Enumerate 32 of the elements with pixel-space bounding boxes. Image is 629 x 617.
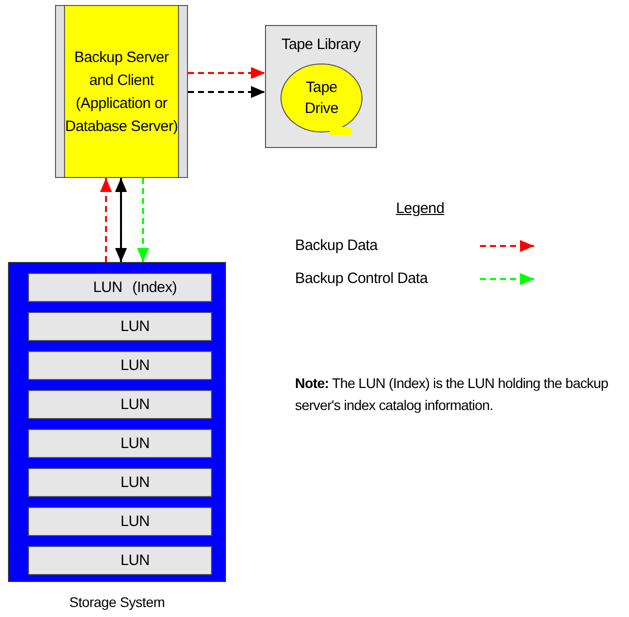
lun-label: LUN	[120, 474, 150, 492]
legend-heading: Legend	[396, 200, 444, 218]
lun-label: LUN	[93, 278, 122, 296]
arrow	[115, 178, 127, 262]
arrow	[188, 67, 265, 79]
lun-bar	[28, 546, 212, 575]
lun-label: LUN	[120, 552, 150, 570]
storage-system-label: Storage System	[68, 593, 166, 611]
lun-label: (Index)	[132, 278, 177, 296]
tape-library-label: Tape Library	[280, 36, 362, 54]
tape-library-box	[265, 25, 377, 148]
arrow	[100, 178, 112, 262]
legend-label: Backup Control Data	[295, 270, 428, 288]
server-label: Backup Server and Client (Application or Database Server)	[65, 48, 178, 136]
lun-label: LUN	[120, 434, 150, 452]
server-box	[55, 5, 188, 178]
lun-bar	[28, 390, 212, 419]
legend-label: Backup Data	[295, 237, 378, 255]
lun-bar	[28, 507, 212, 536]
lun-label: LUN	[120, 396, 150, 414]
arrow	[188, 86, 265, 98]
lun-bar	[28, 351, 212, 380]
lun-bar	[28, 312, 212, 341]
arrow	[137, 178, 149, 262]
lun-bar	[28, 468, 212, 497]
lun-bar	[28, 429, 212, 458]
lun-label: LUN	[120, 318, 150, 336]
tape-drive-label: Tape Drive	[304, 78, 340, 119]
lun-label: LUN	[120, 356, 150, 374]
note-text: Note: The LUN (Index) is the LUN holding the backup server's index catalog information.	[295, 374, 610, 415]
lun-label: LUN	[120, 512, 150, 530]
lun-bar	[28, 273, 212, 302]
